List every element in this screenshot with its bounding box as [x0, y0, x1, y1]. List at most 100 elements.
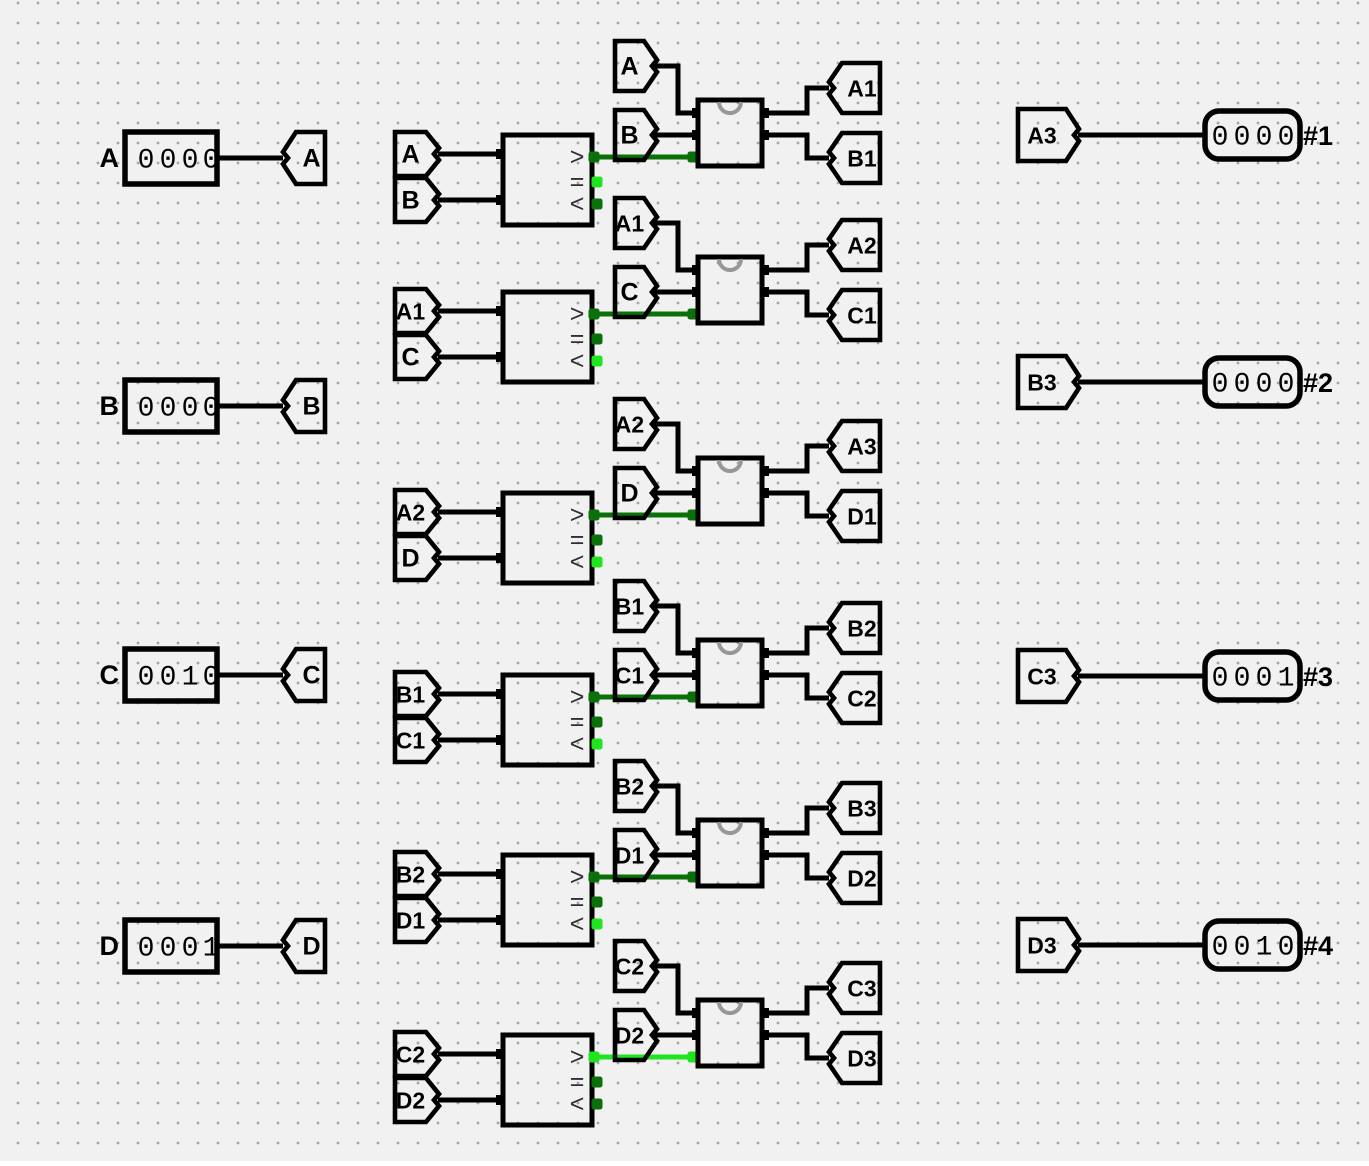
tunnel-c2-dest[interactable] — [826, 670, 883, 726]
tunnel-b2-dest[interactable] — [826, 600, 883, 656]
tunnel-a1-dest[interactable] — [826, 60, 883, 116]
tunnel-c3-src[interactable] — [1015, 647, 1082, 705]
swap-block-stage-2[interactable] — [695, 254, 765, 326]
swap-block-stage-6[interactable] — [695, 997, 765, 1069]
tunnel-b-in[interactable] — [280, 377, 328, 435]
tunnel-d2-dest-label: D2 — [847, 866, 876, 892]
tunnel-a1-src[interactable] — [612, 195, 660, 251]
wire — [761, 1032, 829, 1061]
bit-digit: 0 — [1234, 664, 1251, 695]
swap-block-stage-4[interactable] — [695, 637, 765, 709]
tunnel-a3-dest[interactable] — [826, 418, 883, 474]
tunnel-c1-dest[interactable] — [826, 287, 883, 343]
lt-pin-dot — [591, 1098, 603, 1110]
bit-digit: 1 — [1256, 933, 1273, 964]
tunnel-c-src[interactable] — [392, 332, 442, 382]
bit-digit: 0 — [138, 934, 155, 965]
tunnel-a-src[interactable] — [612, 38, 660, 94]
tunnel-c3-dest[interactable] — [826, 960, 883, 1016]
eq-pin-dot — [591, 176, 603, 188]
tunnel-b-src[interactable] — [612, 107, 660, 163]
tunnel-d3-src[interactable] — [1015, 916, 1082, 974]
tunnel-b1-dest[interactable] — [826, 130, 883, 186]
bit-digit: 0 — [182, 394, 199, 425]
tunnel-d2-src[interactable] — [612, 1007, 660, 1063]
input-value-box-b[interactable] — [122, 377, 220, 435]
pin-stub — [761, 130, 769, 140]
tunnel-c1-src-label: C1 — [396, 728, 426, 754]
notch-icon — [717, 641, 743, 655]
tunnel-d-src[interactable] — [392, 533, 442, 583]
tunnel-c1-src[interactable] — [392, 715, 442, 765]
tunnel-d-src[interactable] — [612, 465, 660, 521]
swap-block-stage-5[interactable] — [695, 817, 765, 889]
pin-stub — [496, 195, 504, 205]
bit-digit: 0 — [1234, 123, 1251, 154]
tunnel-b-src[interactable] — [392, 175, 442, 225]
gt-pin-dot — [588, 151, 600, 163]
tunnel-a2-src[interactable] — [612, 396, 660, 452]
tunnel-c-src-label: C — [620, 279, 638, 307]
tunnel-b3-dest-label: B3 — [847, 796, 876, 822]
lt-symbol: < — [570, 548, 585, 576]
tunnel-d2-dest[interactable] — [826, 850, 883, 906]
bit-digit: 0 — [1256, 664, 1273, 695]
input-label-a: A — [100, 143, 120, 173]
wire — [655, 603, 699, 656]
tunnel-c-in-label: C — [302, 662, 320, 690]
eq-symbol: = — [570, 325, 585, 353]
tunnel-a3-src[interactable] — [1015, 106, 1082, 164]
output-display-3[interactable] — [1202, 649, 1303, 703]
bit-digit: 0 — [1212, 664, 1229, 695]
swap-block-stage-3[interactable] — [695, 455, 765, 527]
input-value-box-a[interactable] — [122, 129, 220, 187]
tunnel-c1-src[interactable] — [612, 647, 660, 703]
tunnel-b1-src[interactable] — [612, 578, 660, 634]
lt-symbol: < — [570, 347, 585, 375]
pin-stub — [496, 149, 504, 159]
pin-stub — [761, 287, 769, 297]
tunnel-a2-dest[interactable] — [826, 217, 883, 273]
tunnel-d-src-label: D — [620, 480, 638, 508]
eq-pin-dot — [591, 1076, 603, 1088]
pin-stub — [496, 689, 504, 699]
bit-digit: 0 — [203, 146, 220, 177]
gt-symbol: > — [570, 300, 585, 328]
tunnel-b2-src[interactable] — [612, 758, 660, 814]
tunnel-b3-dest[interactable] — [826, 780, 883, 836]
tunnel-c-src[interactable] — [612, 264, 660, 320]
tunnel-d1-src[interactable] — [392, 895, 442, 945]
output-display-1[interactable] — [1202, 108, 1303, 162]
tunnel-d1-src[interactable] — [612, 827, 660, 883]
gt-pin-dot — [588, 1051, 600, 1063]
pin-stub — [496, 507, 504, 517]
tunnel-a-in[interactable] — [280, 129, 328, 187]
tunnel-d-in-label: D — [302, 933, 320, 961]
tunnel-d-in[interactable] — [280, 917, 328, 975]
bit-digit: 1 — [1278, 664, 1295, 695]
wire — [761, 672, 829, 701]
output-display-4[interactable] — [1202, 918, 1303, 972]
tunnel-a-src-label: A — [620, 53, 638, 81]
tunnel-b1-dest-label: B1 — [847, 146, 877, 172]
swap-block-stage-1[interactable] — [695, 97, 765, 169]
tunnel-d1-dest[interactable] — [826, 488, 883, 544]
tunnel-b3-src-label: B3 — [1027, 370, 1056, 396]
tunnel-d3-dest[interactable] — [826, 1030, 883, 1086]
bit-digit: 0 — [182, 934, 199, 965]
lt-pin-dot — [591, 556, 603, 568]
tunnel-d3-dest-label: D3 — [847, 1046, 876, 1072]
gt-pin-dot — [588, 871, 600, 883]
input-value-box-c[interactable] — [122, 646, 220, 704]
tunnel-d2-src[interactable] — [392, 1075, 442, 1125]
tunnel-b3-src[interactable] — [1015, 353, 1082, 411]
output-display-2[interactable] — [1202, 355, 1303, 409]
bit-digit: 0 — [160, 146, 177, 177]
tunnel-c-in[interactable] — [280, 646, 328, 704]
input-value-box-d[interactable] — [122, 917, 220, 975]
notch-icon — [717, 1001, 743, 1015]
eq-pin-dot — [591, 896, 603, 908]
tunnel-c2-src[interactable] — [612, 938, 660, 994]
tunnel-a3-src-label: A3 — [1027, 123, 1056, 149]
